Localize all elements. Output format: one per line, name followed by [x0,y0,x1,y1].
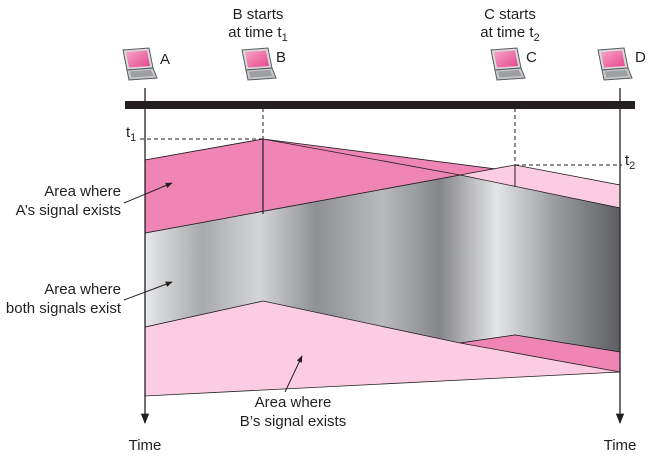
ethernet-bus [125,101,635,109]
c-start-line2: at time t2 [480,24,539,44]
area-both-line2: both signals exist [6,300,122,317]
area-a-line1: Area where [44,183,121,200]
area-both-arrow [123,281,173,301]
b-start-line2: at time t1 [228,24,287,44]
area-a-arrow [123,182,173,204]
area-b-arrow [284,355,303,393]
time-label-right: Time [604,437,637,454]
time-label-left: Time [129,437,162,454]
station-label-c: C [526,49,537,66]
area-b-line1: Area where [255,394,332,411]
laptop-icon [122,47,158,81]
area-a-line2: A’s signal exists [16,202,121,219]
laptop-icon [597,47,633,81]
t1-label: t1 [126,124,136,144]
station-label-d: D [635,49,646,66]
station-c: C [490,47,537,81]
station-a: A [122,47,170,81]
station-d: D [597,47,646,81]
c-start-line1: C starts [484,6,536,23]
station-label-b: B [276,49,286,66]
area-b-line2: B’s signal exists [240,413,346,430]
b-start-line1: B starts [233,6,284,23]
laptop-icon [241,47,277,81]
station-label-a: A [160,51,170,68]
station-b: B [241,47,286,81]
laptop-icon [490,47,526,81]
t2-label: t2 [625,152,635,172]
area-both-line1: Area where [44,281,121,298]
